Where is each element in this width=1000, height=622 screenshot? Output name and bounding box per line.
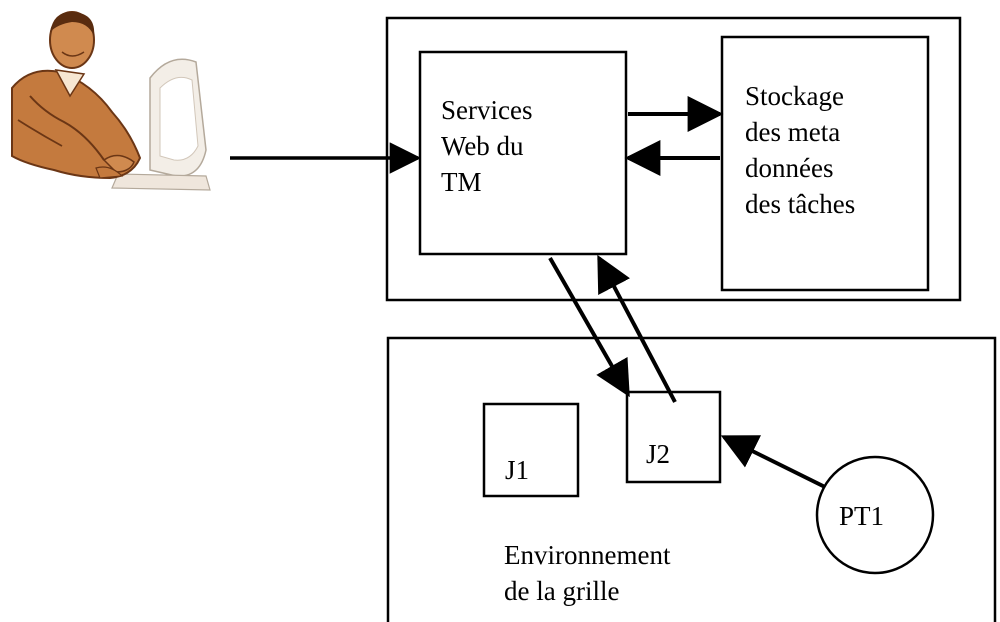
arrow-j2-to-web-services bbox=[597, 254, 677, 403]
grid-environment-box bbox=[386, 336, 997, 622]
web-services-label: Services Web du TM bbox=[441, 95, 533, 197]
process-pt1-label: PT1 bbox=[839, 501, 885, 531]
job-j1-box bbox=[482, 402, 580, 498]
grid-environment-label: Environnement de la grille bbox=[504, 540, 671, 606]
job-j2-box bbox=[625, 390, 722, 484]
job-j2-label: J2 bbox=[646, 439, 671, 469]
metadata-storage-box bbox=[720, 35, 930, 292]
job-j1-label: J1 bbox=[505, 455, 530, 485]
metadata-storage-label: Stockage des meta données des tâches bbox=[745, 81, 856, 219]
arrow-pt1-to-j2 bbox=[720, 435, 826, 489]
process-pt1-circle bbox=[815, 455, 935, 575]
arrow-web-services-to-j2 bbox=[548, 257, 630, 398]
user-at-computer-icon bbox=[11, 11, 211, 191]
